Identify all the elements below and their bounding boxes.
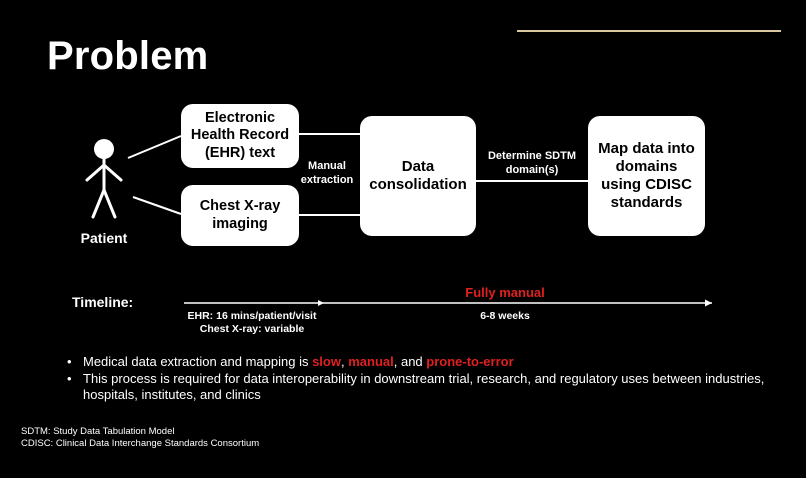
fully-manual-label: Fully manual bbox=[465, 285, 545, 300]
timeline-arrow-long bbox=[324, 299, 712, 307]
data-consolidation-node: Data consolidation bbox=[360, 116, 476, 236]
bullet-dot-icon: • bbox=[67, 354, 72, 369]
edge-patient-xray bbox=[132, 196, 182, 215]
patient-label: Patient bbox=[80, 230, 128, 246]
bullet-1-prefix: Medical data extraction and mapping is bbox=[83, 354, 313, 369]
footnote-sdtm: SDTM: Study Data Tabulation Model bbox=[21, 426, 175, 437]
footnote-cdisc: CDISC: Clinical Data Interchange Standar… bbox=[21, 438, 260, 450]
determine-sdtm-label: Determine SDTM domain(s) bbox=[487, 150, 577, 176]
ehr-time-label: EHR: 16 mins/patient/visit Chest X-ray: … bbox=[187, 310, 317, 336]
highlight-manual: manual bbox=[348, 354, 394, 369]
bullet-dot-icon: • bbox=[67, 370, 72, 386]
bullet-1-sep2: , and bbox=[393, 354, 427, 369]
title-rule bbox=[517, 30, 781, 32]
slide-title: Problem bbox=[47, 34, 209, 78]
footnotes: SDTM: Study Data Tabulation Model CDISC:… bbox=[21, 426, 259, 451]
ehr-text-node: Electronic Health Record (EHR) text bbox=[181, 104, 299, 168]
patient-icon bbox=[85, 139, 123, 219]
duration-label: 6-8 weeks bbox=[480, 310, 530, 322]
manual-extraction-label: Manual extraction bbox=[300, 160, 354, 186]
edge-patient-ehr bbox=[127, 135, 182, 159]
timeline-label: Timeline: bbox=[72, 294, 134, 310]
bullet-1-sep1: , bbox=[340, 354, 349, 369]
chest-xray-node: Chest X-ray imaging bbox=[181, 185, 299, 246]
bullet-2-text: This process is required for data intero… bbox=[83, 370, 765, 403]
timeline-arrow-short bbox=[184, 300, 324, 306]
bullet-item-interoperability: • This process is required for data inter… bbox=[66, 371, 766, 404]
cdisc-mapping-node: Map data into domains using CDISC standa… bbox=[588, 116, 705, 236]
highlight-slow: slow bbox=[312, 354, 341, 369]
bullet-list: •Medical data extraction and mapping is … bbox=[66, 354, 766, 404]
bullet-item-speed: •Medical data extraction and mapping is … bbox=[66, 354, 766, 371]
highlight-error: prone-to-error bbox=[426, 354, 514, 369]
